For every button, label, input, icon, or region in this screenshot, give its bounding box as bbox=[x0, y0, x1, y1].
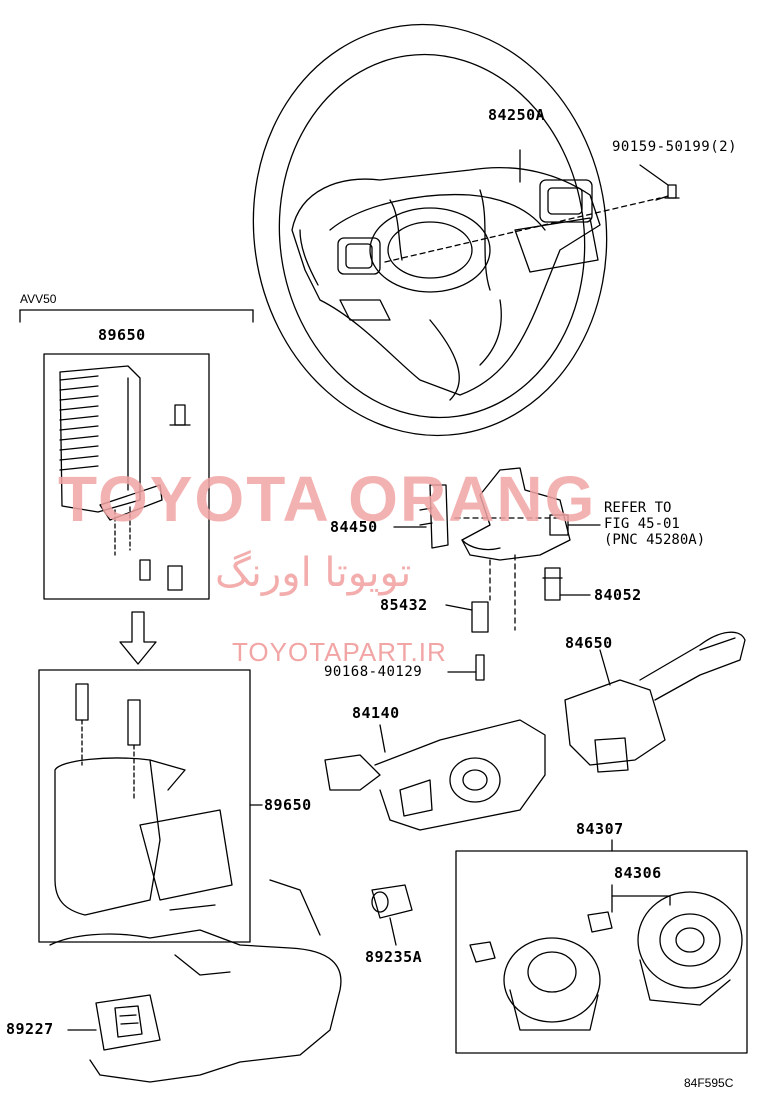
part-84450[interactable] bbox=[419, 484, 449, 549]
screw-90159[interactable] bbox=[655, 184, 680, 201]
label-89650-top[interactable]: 89650 bbox=[98, 326, 146, 344]
avv50-bracket bbox=[19, 309, 254, 323]
arrow-down-icon bbox=[119, 611, 157, 665]
steering-wheel[interactable] bbox=[227, 2, 633, 459]
label-89650-side[interactable]: 89650 bbox=[264, 796, 312, 814]
label-84052[interactable]: 84052 bbox=[594, 586, 642, 604]
label-90168[interactable]: 90168-40129 bbox=[324, 664, 423, 680]
label-90159[interactable]: 90159-50199(2) bbox=[612, 139, 738, 155]
leader-line bbox=[639, 164, 669, 186]
screw-90168[interactable] bbox=[475, 654, 485, 681]
label-84450[interactable]: 84450 bbox=[330, 518, 378, 536]
label-85432[interactable]: 85432 bbox=[380, 596, 428, 614]
label-84307[interactable]: 84307 bbox=[576, 820, 624, 838]
leader-line bbox=[389, 917, 397, 946]
leader-line-84306 bbox=[611, 884, 671, 913]
ecu-89227[interactable] bbox=[95, 994, 161, 1051]
steering-lock-assembly[interactable] bbox=[454, 467, 571, 631]
label-84140[interactable]: 84140 bbox=[352, 704, 400, 722]
leader-line bbox=[599, 649, 611, 686]
label-84250A[interactable]: 84250A bbox=[488, 106, 546, 124]
watermark-url: TOYOTAPART.IR bbox=[232, 637, 447, 667]
airbag-sensor-box bbox=[43, 353, 210, 600]
leader-line bbox=[384, 197, 661, 263]
leader-line bbox=[445, 604, 473, 611]
label-89235A[interactable]: 89235A bbox=[365, 948, 423, 966]
airbag-sensor-installed[interactable] bbox=[54, 683, 233, 916]
refer-note: REFER TO FIG 45-01 (PNC 45280A) bbox=[604, 500, 706, 548]
label-89227[interactable]: 89227 bbox=[6, 1020, 54, 1038]
sensor-89235A[interactable] bbox=[371, 884, 413, 919]
label-84306[interactable]: 84306 bbox=[614, 864, 662, 882]
watermark-brand: TOYOTA ORANG bbox=[58, 463, 597, 535]
watermark-persian: تویوتا اورنگ bbox=[215, 550, 412, 596]
leader-line bbox=[379, 724, 386, 753]
group-label-avv50: AVV50 bbox=[20, 292, 57, 306]
part-85432[interactable] bbox=[471, 601, 489, 633]
figure-code: 84F595C bbox=[684, 1076, 734, 1090]
turn-signal-switch-84140[interactable] bbox=[324, 719, 546, 831]
airbag-sensor-installed-box bbox=[38, 669, 251, 943]
center-console bbox=[49, 879, 342, 1083]
wiper-switch-84650[interactable] bbox=[564, 631, 746, 773]
spiral-cable-box bbox=[455, 850, 748, 1054]
spiral-cable-84307[interactable] bbox=[469, 891, 743, 1031]
part-84052[interactable] bbox=[542, 567, 563, 601]
label-84650[interactable]: 84650 bbox=[565, 634, 613, 652]
airbag-sensor-module[interactable] bbox=[59, 365, 191, 591]
